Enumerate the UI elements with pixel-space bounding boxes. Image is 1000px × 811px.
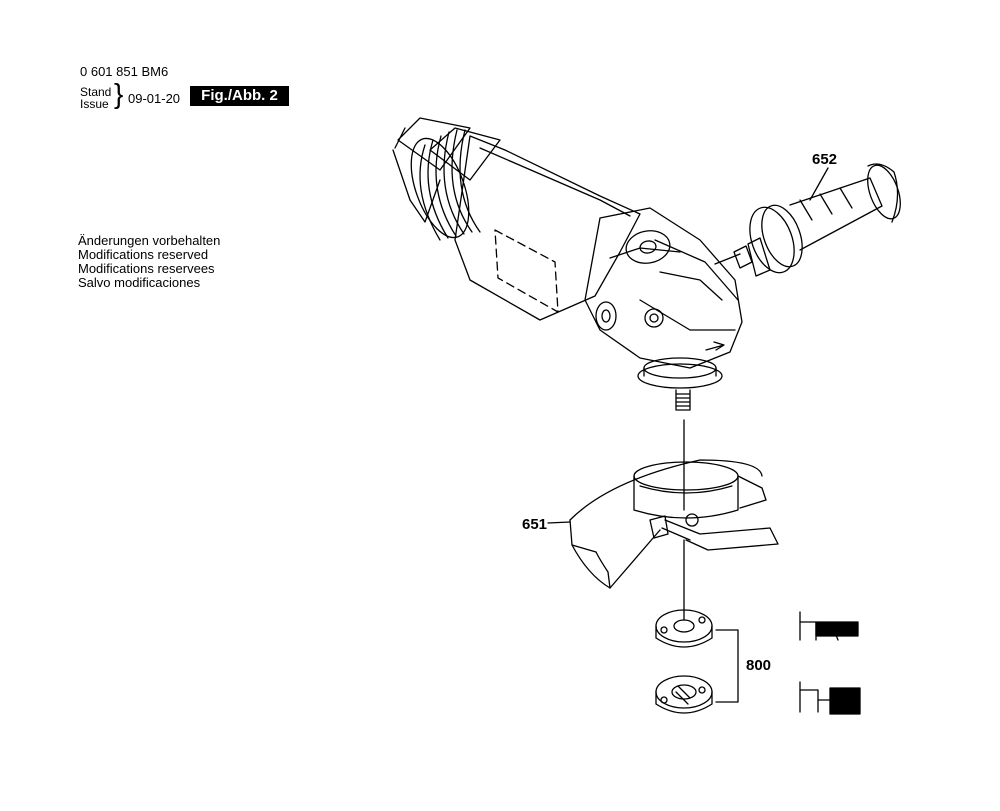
issue-date: 09-01-20 — [128, 91, 181, 106]
note-line: Änderungen vorbehalten — [78, 233, 221, 248]
callout-guard: 651 — [522, 516, 548, 533]
part-number: 0 601 851 BM6 — [80, 64, 169, 79]
note-line: Modifications reservees — [78, 261, 215, 276]
section-upper — [799, 611, 859, 641]
note-line: Modifications reserved — [78, 247, 209, 262]
bracket-800 — [715, 629, 739, 703]
brace-glyph: } — [114, 78, 124, 109]
side-handle — [733, 163, 901, 277]
flange-nut-lower — [655, 675, 713, 714]
leader-line — [547, 521, 571, 524]
grinder-body — [392, 117, 743, 411]
figure-badge: Fig./Abb. 2 — [190, 86, 289, 106]
callout-side-handle: 652 — [812, 151, 838, 168]
leader-line — [809, 167, 829, 201]
section-lower — [799, 681, 861, 715]
flange-nut-upper — [655, 609, 713, 648]
note-line: Salvo modificaciones — [78, 275, 201, 290]
callout-flange-nuts: 800 — [746, 657, 772, 674]
issue-label: Issue — [80, 97, 109, 111]
stand-label: Stand — [80, 85, 112, 99]
wheel-guard — [569, 459, 779, 589]
